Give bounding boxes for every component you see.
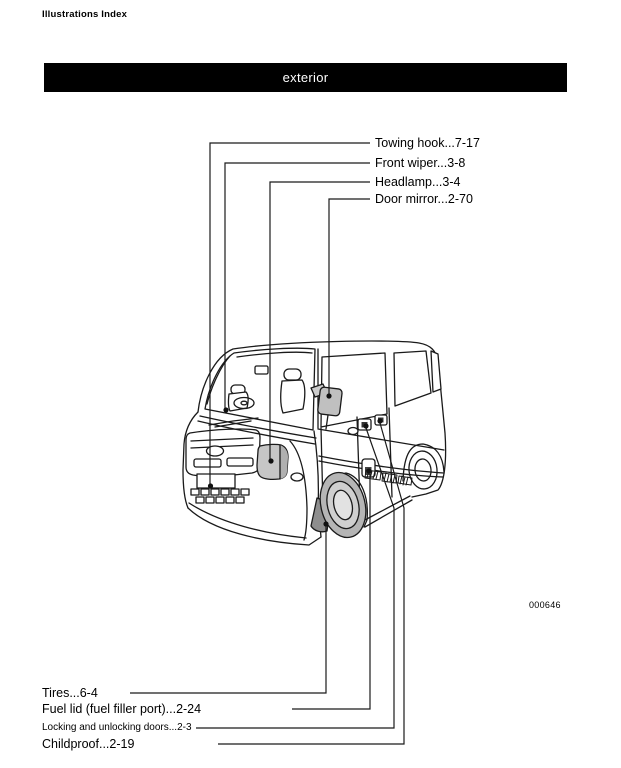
callout-childproof: Childproof...2-19: [42, 737, 135, 751]
front-wheel: [319, 471, 367, 539]
rocker-trim-bands: [364, 469, 413, 486]
brand-logo: [205, 445, 225, 457]
rearview-mirror: [254, 365, 269, 375]
callout-front-wiper: Front wiper...3-8: [375, 156, 466, 170]
rear-wheel: [402, 443, 445, 490]
figure-number: 000646: [529, 600, 561, 610]
fuel-lid-shape: [361, 458, 376, 478]
side-marker-lamp: [347, 426, 359, 436]
callout-leader-lines: [130, 142, 405, 745]
section-title: exterior: [282, 70, 329, 85]
steering-wheel: [233, 396, 255, 410]
callout-headlamp: Headlamp...3-4: [375, 175, 461, 189]
lower-grille-mesh: [190, 488, 250, 504]
page-title: Illustrations Index: [42, 9, 128, 20]
front-turn-signal: [290, 472, 304, 482]
cab-interior: [227, 365, 306, 414]
callout-towing-hook: Towing hook...7-17: [375, 136, 480, 150]
door-mirror-shape: [310, 383, 343, 430]
callout-tires: Tires...6-4: [42, 686, 98, 700]
callout-fuel-lid: Fuel lid (fuel filler port)...2-24: [42, 702, 202, 716]
callout-door-mirror: Door mirror...2-70: [375, 192, 473, 206]
section-header-bar: exterior: [44, 63, 567, 92]
license-plate: [196, 473, 236, 489]
callout-anchor-dots: [207, 393, 383, 527]
front-grille: [185, 428, 320, 541]
callout-locking-doors: Locking and unlocking doors...2-3: [42, 722, 192, 733]
